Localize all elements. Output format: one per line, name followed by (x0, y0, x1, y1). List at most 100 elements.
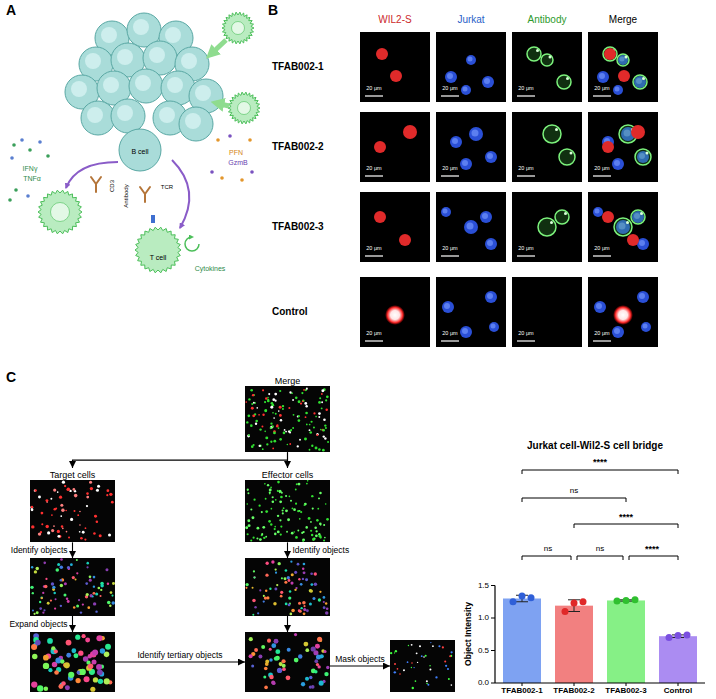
micrograph (360, 32, 430, 102)
cell-spot (270, 524, 272, 526)
cell-spot (288, 407, 290, 409)
cytokine-dot (26, 194, 30, 198)
jurkat-cell-core (614, 160, 620, 166)
cell-spot (53, 592, 55, 594)
cell-spot (275, 568, 277, 570)
cell-spot (247, 520, 250, 523)
b-cell-nucleus (133, 19, 149, 35)
image-panel (245, 558, 330, 616)
cell-spot (305, 677, 309, 681)
cell-spot (312, 538, 315, 541)
cell-spot (272, 412, 274, 414)
flow-arrow (287, 542, 288, 558)
scale-label: 20 μm (594, 246, 609, 252)
jurkat-cell (489, 322, 499, 332)
cell-spot (63, 593, 66, 596)
cell-spot (282, 510, 284, 512)
cell-spot (276, 424, 278, 426)
cell-spot (274, 587, 277, 590)
jurkat-cell-core (472, 130, 479, 137)
cell-spot (411, 662, 413, 664)
cell-spot (61, 509, 64, 512)
cell-spot (105, 644, 111, 650)
cell-spot (51, 529, 54, 532)
cell-spot (303, 608, 306, 611)
cell-spot (245, 401, 247, 403)
cell-spot (36, 611, 39, 614)
cell-spot (305, 648, 309, 652)
cell-spot (298, 578, 300, 580)
cell-spot (47, 532, 50, 535)
cell-spot (297, 563, 300, 566)
data-point (510, 598, 517, 605)
b-cell (129, 69, 163, 103)
cell-spot (266, 444, 268, 446)
micrograph-ground (30, 558, 115, 616)
cell-spot (72, 576, 75, 579)
antibody-spot (555, 128, 558, 131)
cytokine-dot (12, 143, 16, 147)
cell-spot (47, 602, 50, 605)
cell-spot (44, 585, 48, 589)
cell-spot (60, 579, 63, 582)
cell-spot (52, 586, 55, 589)
cell-spot (303, 571, 306, 574)
cell-spot (60, 504, 63, 507)
jurkat-cell (460, 326, 472, 338)
cell-spot (247, 489, 249, 491)
cytokine-dot (8, 198, 12, 202)
cell-spot (267, 400, 270, 403)
cell-spot (262, 526, 265, 529)
cell-spot (246, 504, 248, 506)
scale-bar (441, 175, 459, 176)
data-point (519, 592, 526, 599)
cell-spot (267, 397, 269, 399)
cell-spot (266, 562, 269, 565)
cell-spot (80, 537, 83, 540)
cell-spot (60, 516, 62, 518)
cell-spot (290, 582, 293, 585)
cell-spot (444, 660, 446, 662)
cell-spot (51, 582, 54, 585)
cell-spot (448, 678, 450, 680)
cell-spot (310, 583, 313, 586)
cell-spot (309, 430, 311, 432)
b-cell-nucleus (167, 77, 183, 93)
cell-spot (93, 677, 98, 682)
cell-spot (35, 640, 41, 646)
antibody-spot (646, 152, 649, 155)
cell-spot (303, 505, 305, 507)
antibody-glyph (140, 187, 150, 202)
b-cell-nucleus (71, 81, 87, 97)
cell-spot (68, 537, 70, 539)
data-point (571, 600, 578, 607)
cell-spot (31, 681, 37, 687)
cell-spot (324, 650, 327, 653)
cell-spot (285, 431, 287, 433)
cell-spot (75, 678, 80, 683)
cell-spot (319, 398, 321, 400)
jurkat-cell-core (447, 73, 453, 79)
scale-bar (593, 340, 611, 341)
cell-spot (261, 426, 263, 428)
cell-spot (304, 503, 307, 506)
cell-spot (300, 583, 303, 586)
b-cell-nucleus (117, 105, 133, 121)
cell-spot (54, 607, 56, 609)
cell-spot (284, 581, 287, 584)
error-cap (568, 611, 580, 612)
cell-spot (270, 441, 272, 443)
panel-heading: Merge (275, 374, 301, 386)
scale-label: 20 μm (366, 86, 381, 92)
tick-label: 1.5 (478, 582, 489, 590)
cell-spot (70, 518, 73, 521)
cell-spot (274, 639, 279, 644)
jurkat-cell (445, 71, 457, 83)
significance-mark: **** (593, 458, 607, 467)
cell-spot (279, 414, 282, 417)
b-cell-nucleus (185, 113, 201, 129)
cell-spot (288, 596, 291, 599)
jurkat-cell-core (643, 324, 648, 329)
cell-spot (319, 535, 322, 538)
cell-spot (269, 658, 273, 662)
